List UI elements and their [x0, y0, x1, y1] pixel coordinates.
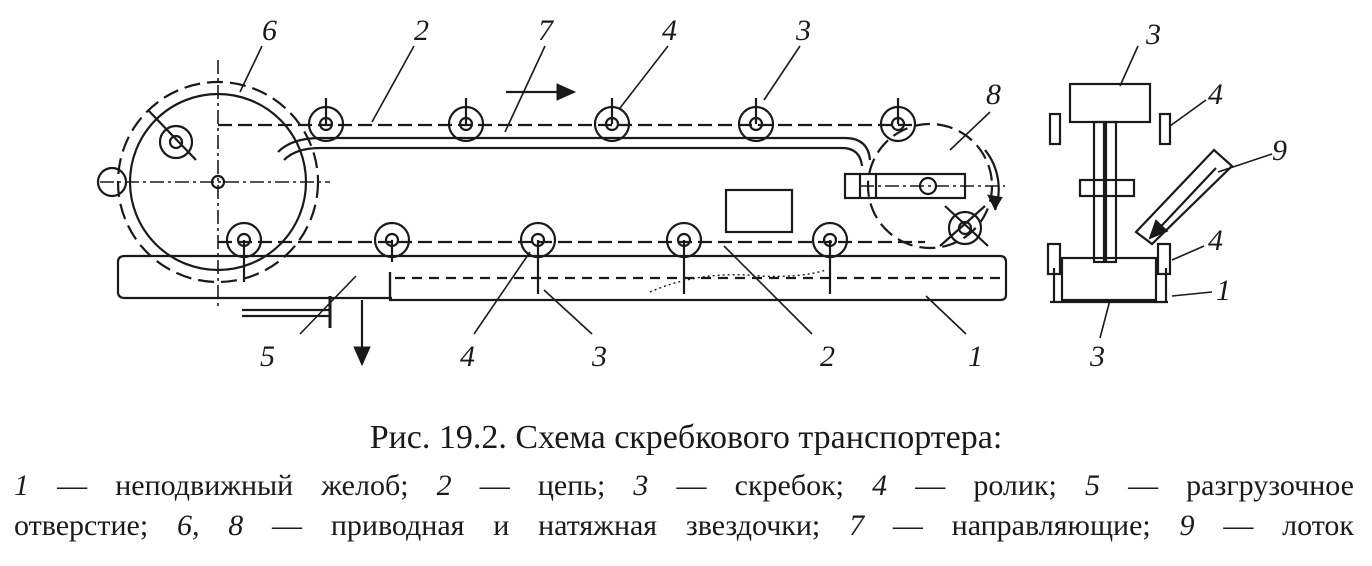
legend-num: 7	[849, 509, 865, 542]
legend-text: ,	[191, 509, 229, 542]
legend-text: — скребок;	[648, 469, 873, 502]
legend-text: отверстие;	[14, 509, 177, 542]
lower-rollers	[225, 221, 849, 294]
legend-text: — неподвижный желоб;	[29, 469, 437, 502]
guide	[277, 136, 872, 161]
trough	[116, 254, 1008, 302]
legend-num: 6	[176, 509, 192, 542]
side-callout-4-top: 4	[1208, 78, 1223, 111]
figure-caption-title: Рис. 19.2. Схема скребкового транспортер…	[369, 419, 1003, 456]
legend-num: 3	[633, 469, 649, 502]
legend-text: — приводная и натяжная звездочки;	[243, 509, 850, 542]
side-callout-4-bottom: 4	[1208, 224, 1223, 257]
drive-sprocket	[96, 60, 330, 310]
legend-line-2: отверстие; 6, 8 — приводная и натяжная з…	[14, 506, 1354, 546]
tension-sprocket	[843, 122, 1005, 250]
callout-6: 6	[262, 14, 277, 47]
callout-2-bottom: 2	[820, 340, 835, 373]
callout-8: 8	[986, 78, 1001, 111]
legend-num: 5	[1084, 469, 1100, 502]
callout-3-bottom: 3	[591, 340, 607, 373]
callout-5: 5	[260, 340, 275, 373]
callout-3-top: 3	[795, 14, 811, 47]
chute	[1134, 148, 1234, 246]
legend-text: — ролик;	[887, 469, 1085, 502]
legend-num: 8	[228, 509, 244, 542]
legend-num: 4	[872, 469, 888, 502]
callout-7: 7	[538, 14, 555, 47]
material-fill	[649, 269, 827, 293]
side-view	[1046, 45, 1273, 339]
legend-text: — цепь;	[451, 469, 634, 502]
side-callout-3-top: 3	[1145, 18, 1161, 51]
callout-2-top: 2	[414, 14, 429, 47]
legend-num: 2	[436, 469, 452, 502]
upper-rollers	[307, 98, 917, 143]
legend-text: — разгрузочное	[1099, 469, 1354, 502]
leader-lines	[239, 45, 991, 335]
legend-text: — направляющие;	[864, 509, 1180, 542]
side-callout-1: 1	[1216, 274, 1231, 307]
figure-legend: 1 — неподвижный желоб; 2 — цепь; 3 — скр…	[14, 466, 1354, 546]
material-box	[724, 188, 794, 234]
legend-text: — лоток	[1194, 509, 1354, 542]
legend-line-1: 1 — неподвижный желоб; 2 — цепь; 3 — скр…	[14, 466, 1354, 506]
callout-1-bottom: 1	[968, 340, 983, 373]
legend-num: 9	[1179, 509, 1195, 542]
callout-4-top: 4	[662, 14, 677, 47]
side-callout-9: 9	[1272, 134, 1287, 167]
side-callout-3-bottom: 3	[1089, 340, 1105, 373]
conveyor-diagram: 6 2 7 4 3 8 5 4 3 2 1 3 4 9 4 1 3	[96, 14, 1287, 373]
legend-num: 1	[14, 469, 29, 502]
callout-4-bottom: 4	[460, 340, 475, 373]
